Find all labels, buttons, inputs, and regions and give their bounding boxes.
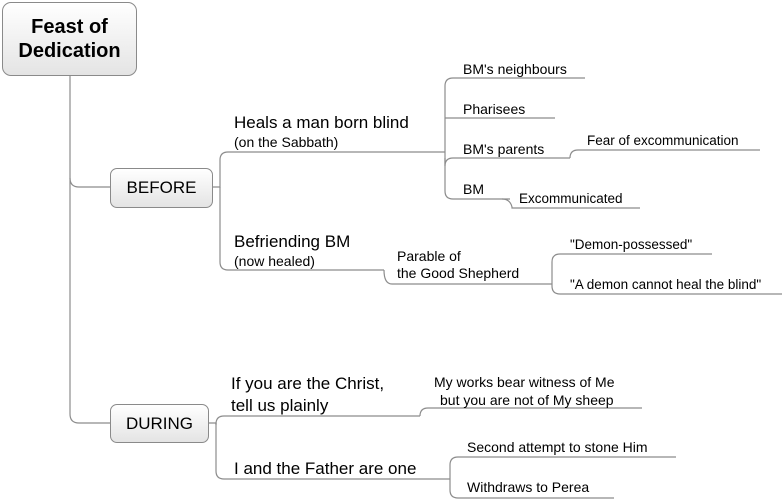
parable-line2[interactable]: the Good Shepherd bbox=[397, 265, 520, 281]
heals-topic-subtitle: (on the Sabbath) bbox=[234, 134, 339, 150]
reaction-demon-possessed[interactable]: "Demon-possessed" bbox=[570, 237, 693, 252]
befriending-topic-subtitle: (now healed) bbox=[234, 253, 315, 269]
christ-reply-line1[interactable]: My works bear witness of Me bbox=[434, 374, 615, 390]
father-topic-title[interactable]: I and the Father are one bbox=[234, 459, 417, 478]
christ-topic-line2[interactable]: tell us plainly bbox=[231, 396, 329, 415]
before-topic[interactable]: BEFORE bbox=[110, 168, 213, 208]
during-topic[interactable]: DURING bbox=[110, 404, 209, 443]
father-item-perea[interactable]: Withdraws to Perea bbox=[467, 479, 590, 495]
central-topic[interactable]: Feast of Dedication bbox=[2, 2, 137, 76]
heals-item-neighbours[interactable]: BM's neighbours bbox=[463, 61, 567, 77]
before-label: BEFORE bbox=[126, 178, 197, 198]
heals-item-bm[interactable]: BM bbox=[463, 181, 484, 197]
christ-topic-line1[interactable]: If you are the Christ, bbox=[231, 374, 385, 393]
parents-note[interactable]: Fear of excommunication bbox=[587, 133, 739, 148]
heals-item-pharisees[interactable]: Pharisees bbox=[463, 101, 526, 117]
during-label: DURING bbox=[125, 413, 194, 433]
reaction-demon-cannot-heal[interactable]: "A demon cannot heal the blind" bbox=[570, 277, 762, 292]
parable-line1[interactable]: Parable of bbox=[397, 248, 461, 264]
heals-topic-title[interactable]: Heals a man born blind bbox=[234, 113, 409, 132]
bm-note[interactable]: Excommunicated bbox=[519, 191, 623, 206]
befriending-topic-title[interactable]: Befriending BM bbox=[234, 232, 351, 251]
central-topic-line1: Feast of bbox=[31, 16, 108, 38]
central-topic-line2: Dedication bbox=[18, 40, 121, 62]
father-item-stone[interactable]: Second attempt to stone Him bbox=[467, 439, 648, 455]
heals-item-parents[interactable]: BM's parents bbox=[463, 141, 545, 157]
christ-reply-line2[interactable]: but you are not of My sheep bbox=[440, 392, 614, 408]
